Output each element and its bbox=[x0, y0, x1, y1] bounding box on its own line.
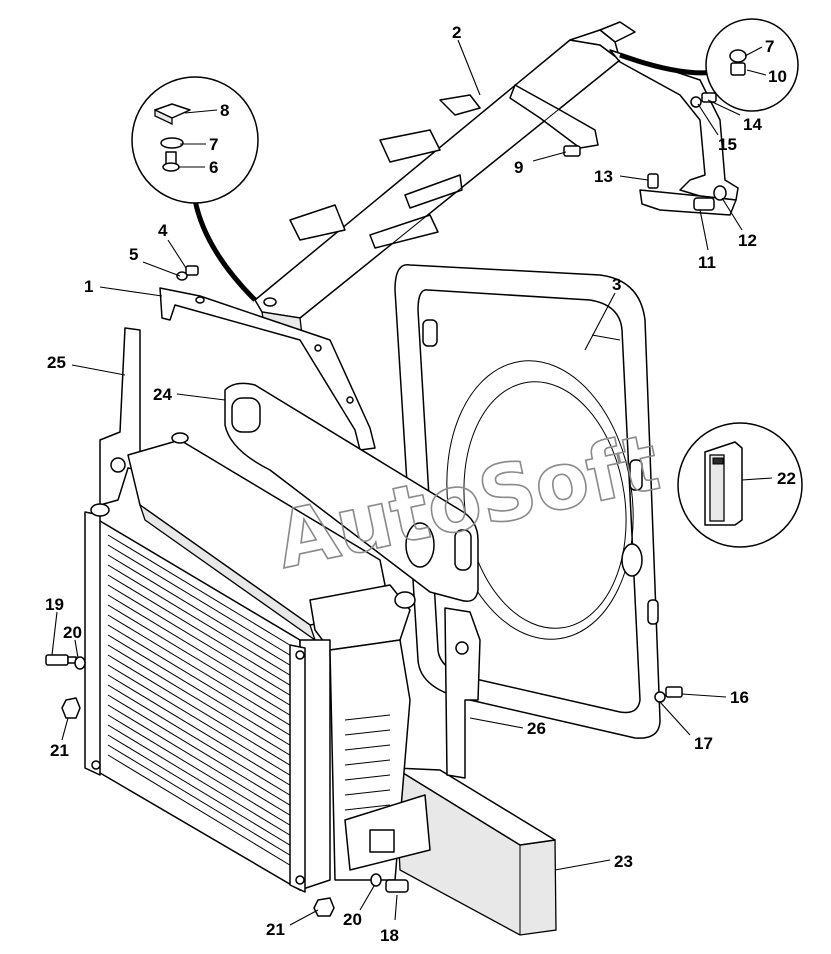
callout-9: 9 bbox=[514, 158, 523, 177]
callout-1: 1 bbox=[84, 277, 93, 296]
callout-4: 4 bbox=[158, 221, 168, 240]
callout-25: 25 bbox=[47, 353, 66, 372]
part-26-right-plate bbox=[444, 607, 481, 779]
detail-circle-nut bbox=[619, 18, 799, 112]
callout-17: 17 bbox=[694, 734, 713, 753]
callout-5: 5 bbox=[129, 245, 138, 264]
detail-circle-seal bbox=[677, 422, 803, 548]
bolt-18-icon bbox=[313, 873, 409, 917]
callout-7b: 7 bbox=[765, 37, 774, 56]
part-23-lower-deflector bbox=[394, 766, 557, 936]
callout-21a: 21 bbox=[50, 741, 69, 760]
callout-8: 8 bbox=[220, 101, 229, 120]
callout-labels: 1 2 3 4 5 6 7 8 7 10 9 13 14 15 11 12 22… bbox=[45, 23, 796, 945]
leader-lines bbox=[51, 39, 773, 926]
callout-6: 6 bbox=[209, 158, 218, 177]
callout-23: 23 bbox=[614, 852, 633, 871]
callout-15: 15 bbox=[718, 135, 737, 154]
callout-16: 16 bbox=[730, 688, 749, 707]
part-2-upper-frame bbox=[254, 21, 739, 336]
radiator-fins bbox=[107, 534, 299, 871]
bolt-9-icon bbox=[563, 145, 581, 157]
callout-11: 11 bbox=[698, 253, 716, 272]
callout-24: 24 bbox=[153, 385, 172, 404]
cooling-pack bbox=[84, 432, 431, 893]
detail-circle-fasteners bbox=[131, 76, 259, 302]
callout-22: 22 bbox=[777, 469, 796, 488]
callout-19: 19 bbox=[45, 595, 64, 614]
part-24-gasket bbox=[224, 382, 479, 602]
callout-20b: 20 bbox=[343, 910, 362, 929]
oil-cooler-fins bbox=[344, 714, 391, 826]
bolt-11-icon bbox=[693, 185, 727, 211]
callout-7a: 7 bbox=[209, 135, 218, 154]
part-1-side-bracket bbox=[159, 287, 376, 451]
callout-13: 13 bbox=[594, 167, 613, 186]
callout-10: 10 bbox=[768, 67, 787, 86]
callout-26: 26 bbox=[527, 719, 546, 738]
bolt-13-icon bbox=[647, 173, 659, 189]
callout-18: 18 bbox=[380, 926, 399, 945]
callout-3: 3 bbox=[612, 275, 621, 294]
callout-2: 2 bbox=[452, 23, 461, 42]
bolt-14-icon bbox=[690, 92, 717, 108]
bolt-19-icon bbox=[45, 654, 86, 719]
callout-14: 14 bbox=[743, 115, 762, 134]
bolt-4-icon bbox=[176, 265, 199, 281]
callout-21b: 21 bbox=[266, 920, 285, 939]
callout-12: 12 bbox=[738, 231, 757, 250]
callout-20a: 20 bbox=[63, 623, 82, 642]
